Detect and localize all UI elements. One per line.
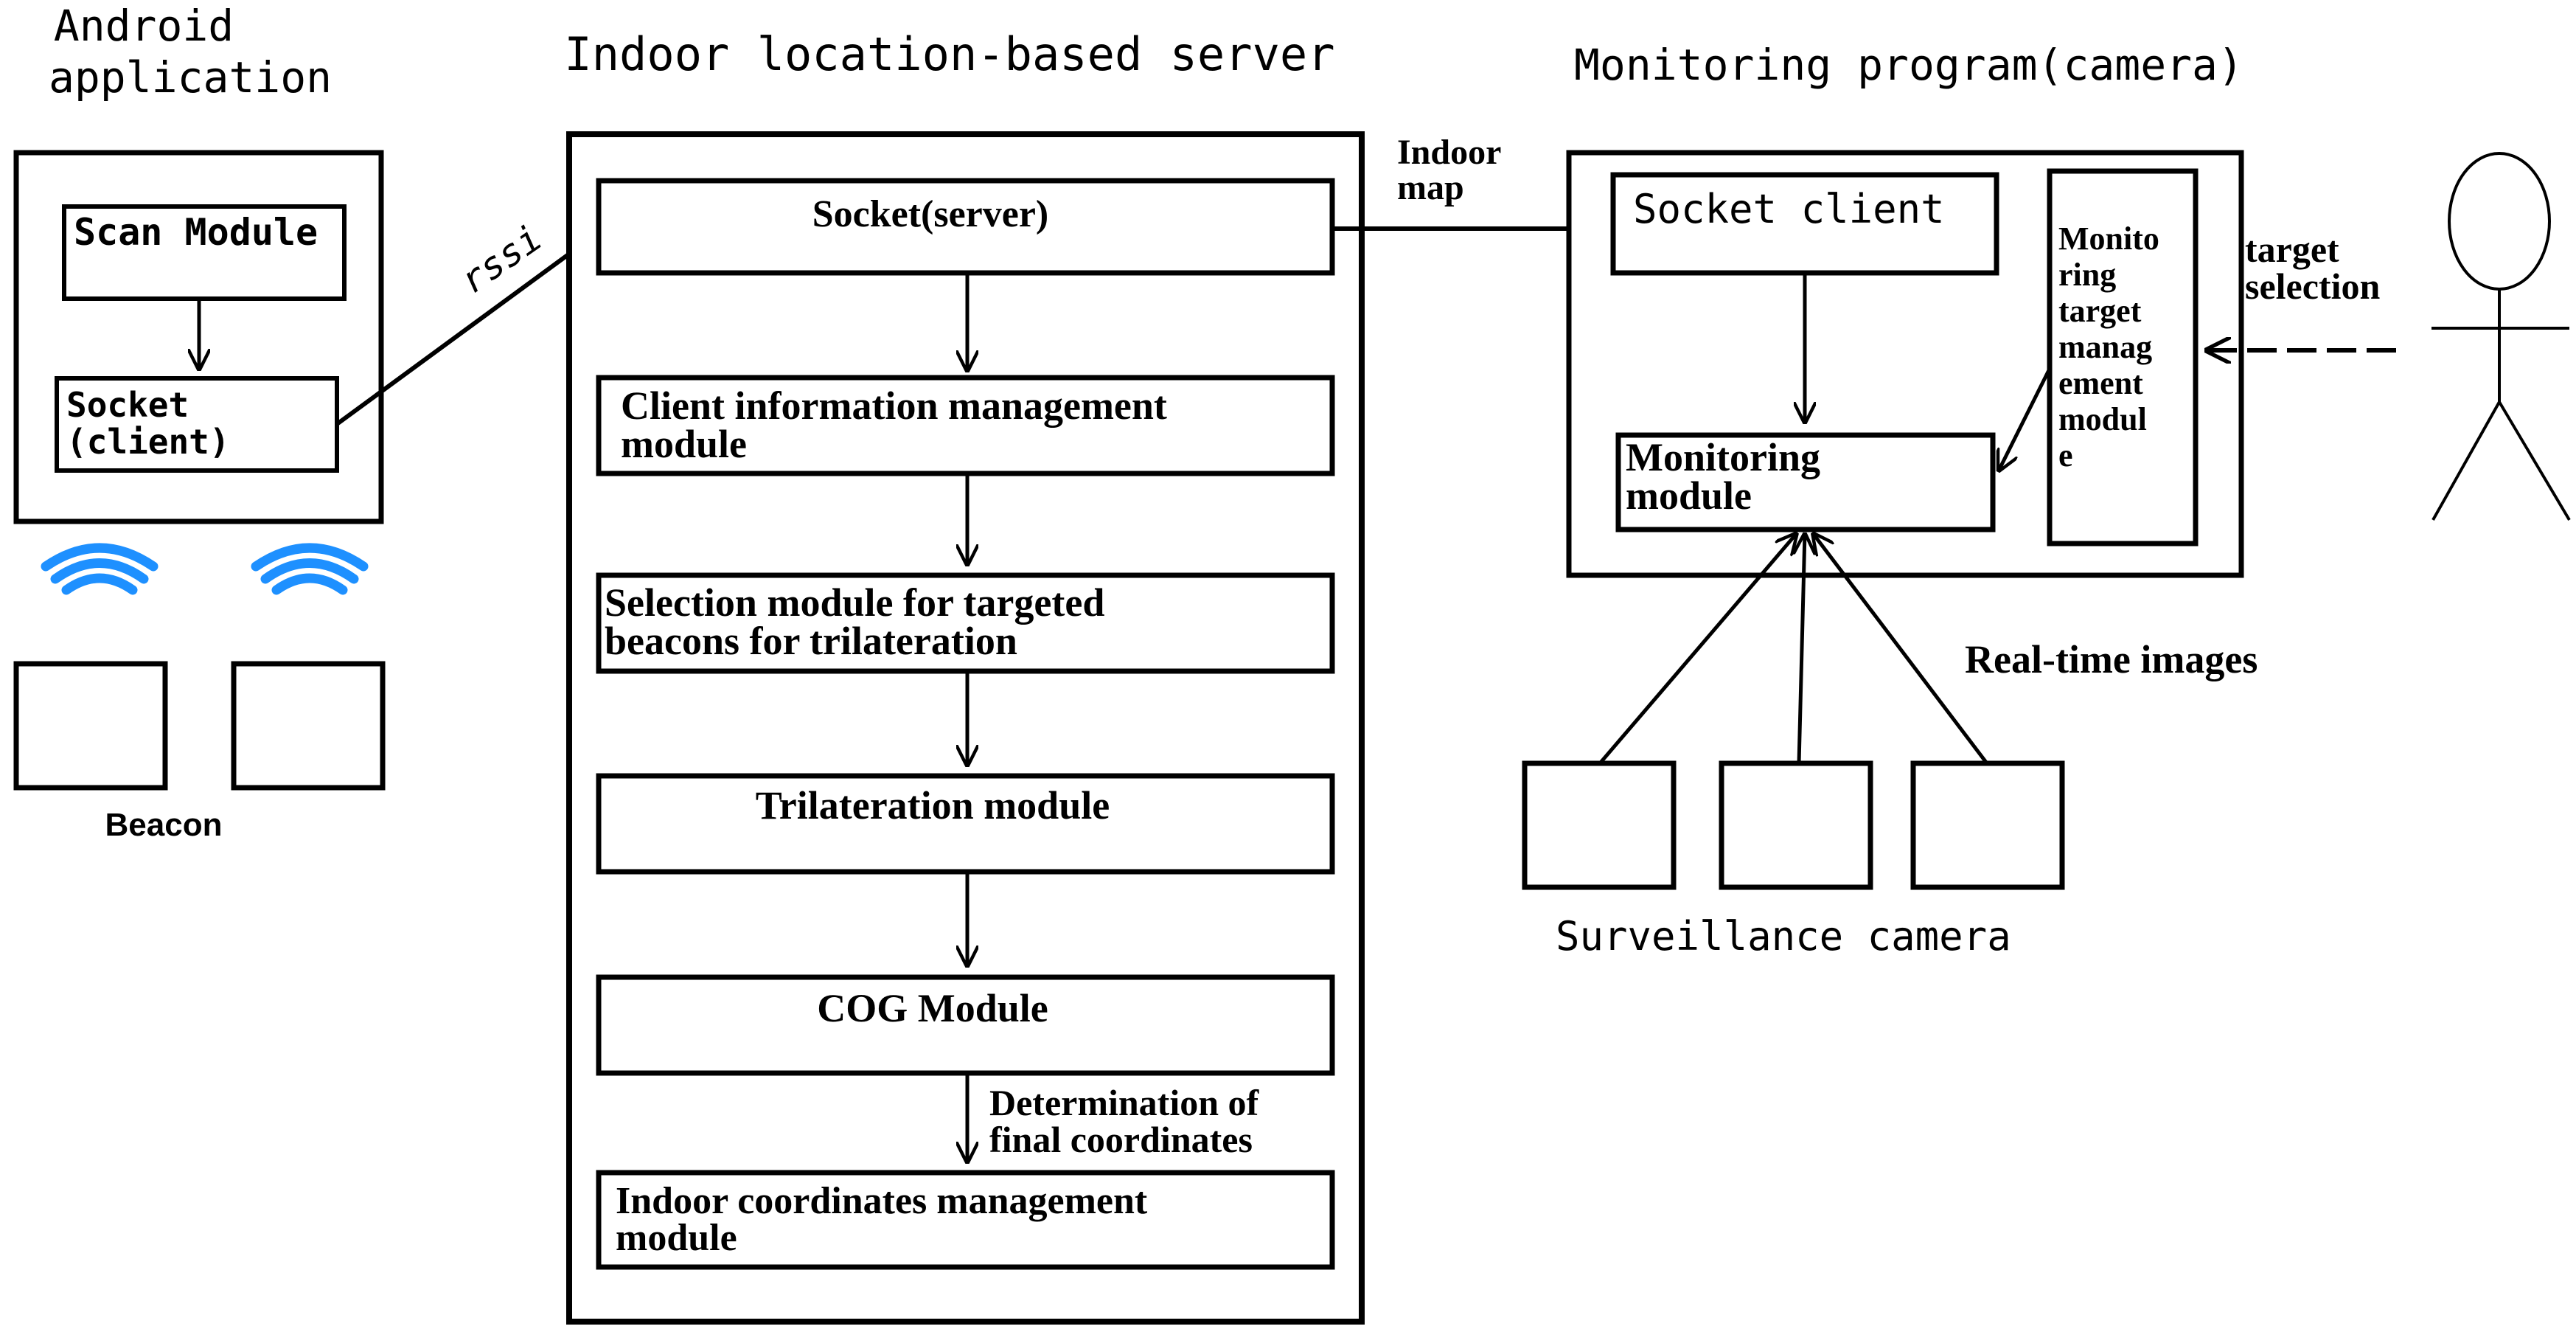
wifi-signal-icon — [251, 543, 369, 595]
arrow-camera-to-monitoring — [1799, 532, 1805, 764]
target-management-module-label: Monito ring target manag ement modul e — [2058, 221, 2159, 473]
surveillance-camera-label: Surveillance camera — [1556, 913, 2011, 960]
svg-text:e: e — [2058, 437, 2073, 473]
indoor-map-label-line1: Indoor — [1397, 133, 1501, 172]
selection-module-label-line1: Selection module for targeted — [605, 580, 1104, 625]
wifi-signal-icon — [41, 543, 159, 595]
target-selection-label-line2: selection — [2245, 266, 2380, 307]
monitoring-title: Monitoring program(camera) — [1574, 40, 2243, 90]
svg-text:ement: ement — [2058, 365, 2143, 401]
monitoring-module-label-line1: Monitoring — [1626, 435, 1820, 479]
android-title-line1: Android — [54, 1, 234, 51]
rssi-label: rssi — [453, 216, 550, 302]
client-info-module-label-line1: Client information management — [621, 384, 1167, 428]
svg-text:ring: ring — [2058, 257, 2116, 293]
target-selection-label-line1: target — [2245, 229, 2339, 270]
beacon-label: Beacon — [105, 807, 223, 843]
server-title: Indoor location-based server — [564, 27, 1334, 81]
svg-text:manag: manag — [2058, 329, 2152, 365]
realtime-images-label: Real-time images — [1965, 637, 2258, 681]
beacon-box — [13, 661, 168, 791]
indoor-map-label-line2: map — [1397, 168, 1464, 207]
selection-module-label-line2: beacons for trilateration — [605, 619, 1017, 663]
client-info-module-label-line2: module — [621, 422, 747, 466]
user-icon — [2431, 152, 2571, 521]
scan-module-label: Scan Module — [74, 211, 318, 254]
determination-label-line1: Determination of — [989, 1082, 1260, 1123]
selection-module-box — [596, 572, 1335, 674]
beacon-box — [231, 661, 386, 791]
socket-client-label: Socket client — [1633, 186, 1945, 232]
indoor-coordinates-module-label-line2: module — [616, 1217, 737, 1259]
svg-text:modul: modul — [2058, 401, 2147, 437]
cog-module-label: COG Module — [817, 986, 1048, 1030]
indoor-coordinates-module-box — [596, 1170, 1335, 1270]
android-title-line2: application — [49, 52, 332, 103]
trilateration-module-label: Trilateration module — [756, 783, 1110, 827]
surveillance-camera-box — [1910, 760, 2065, 890]
socket-client-android-box — [55, 376, 339, 473]
monitoring-module-box — [1615, 432, 1996, 532]
surveillance-camera-box — [1522, 760, 1677, 890]
surveillance-camera-box — [1719, 760, 1873, 890]
socket-server-label: Socket(server) — [812, 193, 1049, 235]
monitoring-module-label-line2: module — [1626, 473, 1752, 518]
svg-text:Monito: Monito — [2058, 221, 2159, 257]
arrow-target-mgmt-to-monitoring — [1998, 367, 2052, 472]
socket-client-android-label-line2: (client) — [66, 422, 230, 462]
arrow-camera-to-monitoring — [1598, 532, 1797, 765]
target-management-module-box — [2047, 168, 2199, 546]
arrow-rssi — [335, 232, 599, 426]
svg-text:target: target — [2058, 293, 2142, 329]
socket-client-android-label-line1: Socket — [66, 385, 189, 425]
trilateration-module-box — [596, 773, 1335, 875]
arrow-camera-to-monitoring — [1812, 532, 1988, 765]
indoor-coordinates-module-label-line1: Indoor coordinates management — [616, 1180, 1148, 1222]
determination-label-line2: final coordinates — [989, 1119, 1253, 1160]
scan-module-box — [62, 204, 347, 301]
